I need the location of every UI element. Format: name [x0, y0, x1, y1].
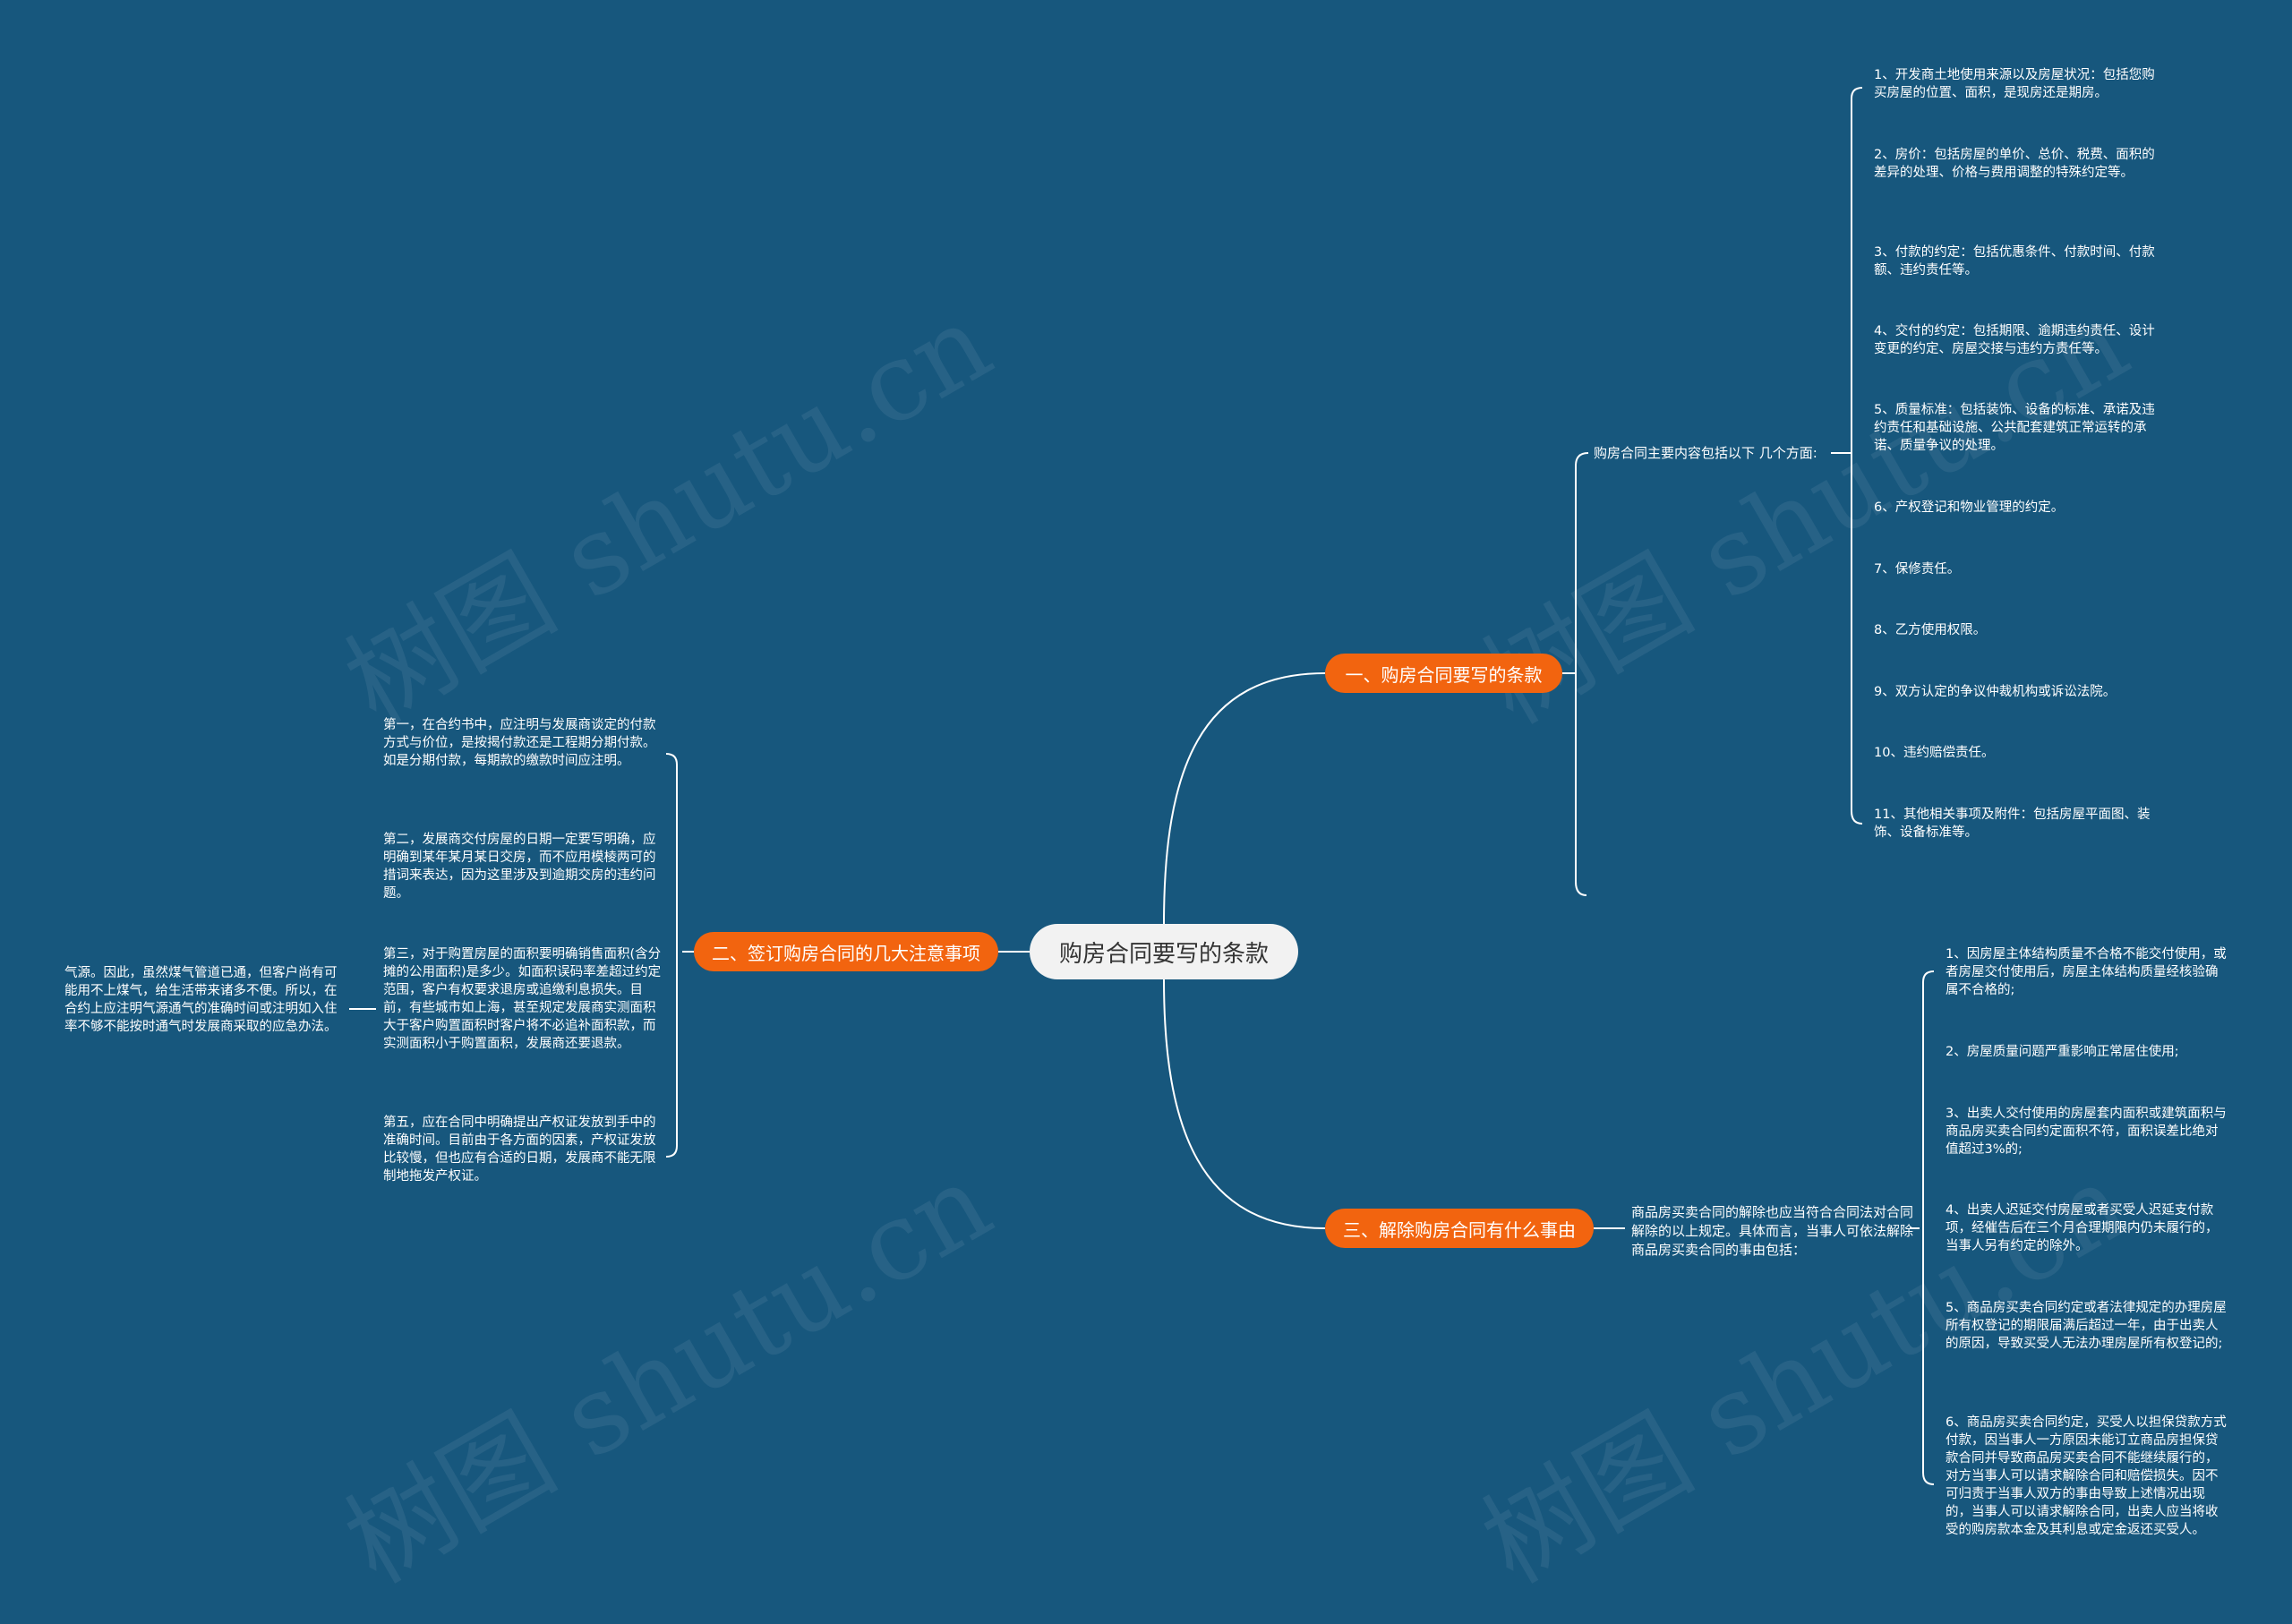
- branch1-intro: 购房合同主要内容包括以下 几个方面:: [1594, 445, 1817, 461]
- branch2-item: 第五，应在合同中明确提出产权证发放到手中的准确时间。目前由于各方面的因素，产权证…: [383, 1115, 656, 1184]
- branch3-item: 3、出卖人交付使用的房屋套内面积或建筑面积与商品房买卖合同约定面积不符，面积误差…: [1946, 1107, 2227, 1157]
- branch1-item: 3、付款的约定：包括优惠条件、付款时间、付款额、违约责任等。: [1874, 245, 2155, 278]
- branch3-item: 4、出卖人迟延交付房屋或者买受人迟延支付款项，经催告后在三个月合理期限内仍未履行…: [1946, 1203, 2219, 1253]
- root-node[interactable]: 购房合同要写的条款: [1030, 924, 1298, 979]
- branch2-extra: 气源。因此，虽然煤气管道已通，但客户尚有可能用不上煤气，给生活带来诸多不便。所以…: [64, 966, 338, 1034]
- branch1-item: 8、乙方使用权限。: [1874, 623, 1987, 637]
- branch-node-2[interactable]: 二、签订购房合同的几大注意事项: [694, 932, 998, 971]
- branch3-intro: 商品房买卖合同的解除也应当符合合同法对合同解除的以上规定。具体而言，当事人可依法…: [1631, 1204, 1914, 1258]
- branch2-item: 第三，对于购置房屋的面积要明确销售面积(含分摊的公用面积)是多少。如面积误码率差…: [383, 947, 662, 1051]
- branch1-item: 6、产权登记和物业管理的约定。: [1874, 500, 2065, 515]
- branch1-item: 9、双方认定的争议仲裁机构或诉讼法院。: [1874, 685, 2117, 699]
- branch1-item: 4、交付的约定：包括期限、逾期违约责任、设计变更的约定、房屋交接与违约方责任等。: [1874, 324, 2155, 356]
- branch3-item: 2、房屋质量问题严重影响正常居住使用;: [1946, 1045, 2179, 1059]
- branch2-item: 第二，发展商交付房屋的日期一定要写明确，应明确到某年某月某日交房，而不应用模棱两…: [383, 833, 656, 901]
- branch1-item: 10、违约赔偿责任。: [1874, 746, 1995, 760]
- branch1-item: 1、开发商土地使用来源以及房屋状况：包括您购买房屋的位置、面积，是现房还是期房。: [1874, 68, 2155, 100]
- branch-node-1[interactable]: 一、购房合同要写的条款: [1325, 654, 1562, 693]
- branch1-item: 5、质量标准：包括装饰、设备的标准、承诺及违约责任和基础设施、公共配套建筑正常运…: [1874, 403, 2155, 453]
- branch1-item: 2、房价：包括房屋的单价、总价、税费、面积的差异的处理、价格与费用调整的特殊约定…: [1874, 148, 2155, 180]
- branch1-item: 7、保修责任。: [1874, 562, 1961, 577]
- branch2-item: 第一，在合约书中，应注明与发展商谈定的付款方式与价位，是按揭付款还是工程期分期付…: [383, 718, 656, 768]
- branch1-item: 11、其他相关事项及附件：包括房屋平面图、装饰、设备标准等。: [1874, 808, 2151, 840]
- branch3-item: 6、商品房买卖合同约定，买受人以担保贷款方式付款，因当事人一方原因未能订立商品房…: [1946, 1415, 2227, 1537]
- branch3-item: 5、商品房买卖合同约定或者法律规定的办理房屋所有权登记的期限届满后超过一年，由于…: [1946, 1301, 2227, 1351]
- branch-node-3[interactable]: 三、解除购房合同有什么事由: [1325, 1209, 1594, 1248]
- branch3-item: 1、因房屋主体结构质量不合格不能交付使用，或者房屋交付使用后，房屋主体结构质量经…: [1946, 947, 2227, 997]
